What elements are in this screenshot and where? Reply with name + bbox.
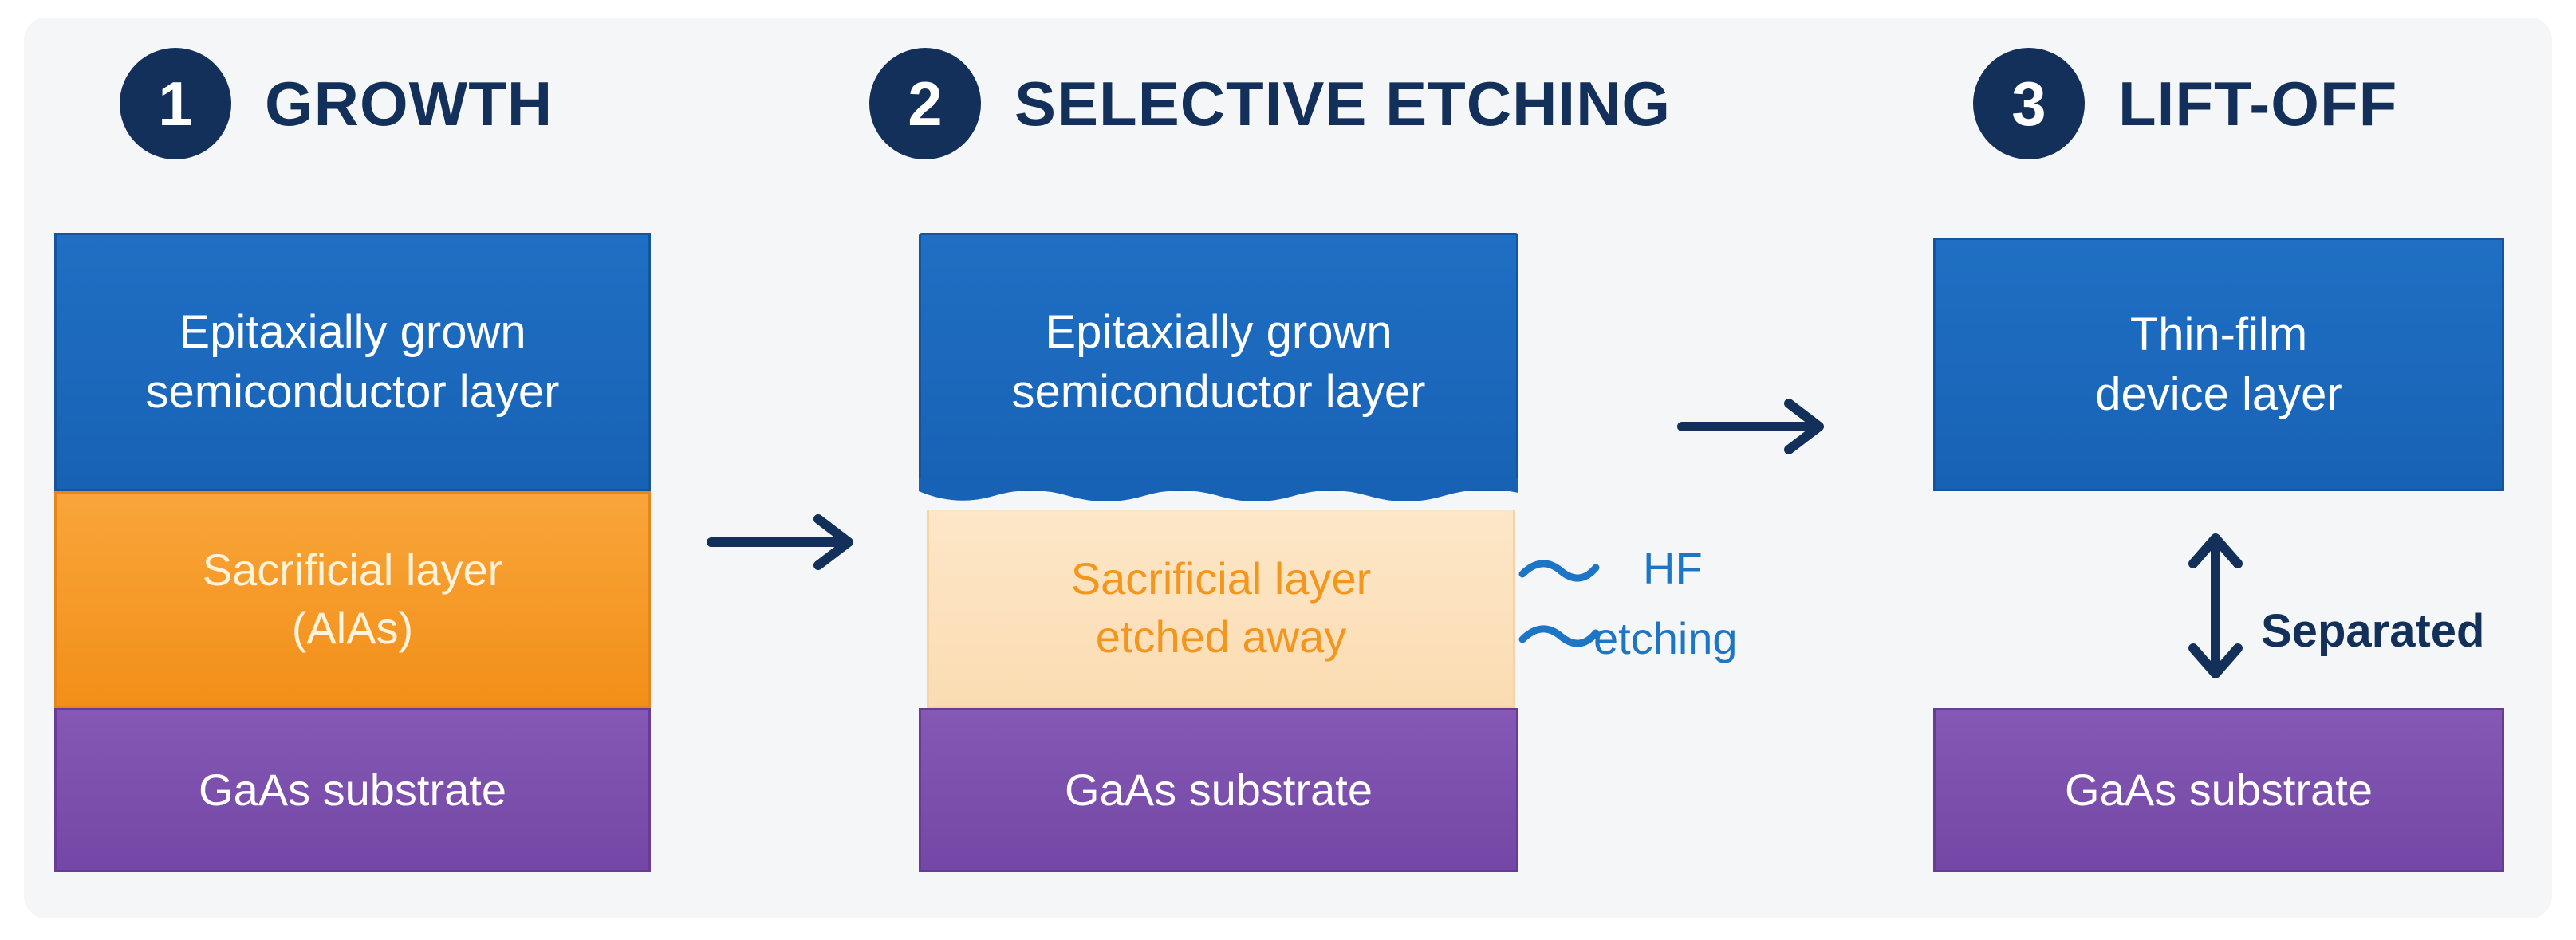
etchant-label-etching: etching	[1593, 613, 1738, 663]
step-1-substrate-layer: GaAs substrate	[54, 708, 651, 872]
step-3-substrate-layer: GaAs substrate	[1933, 708, 2504, 872]
step-3-substrate-label: GaAs substrate	[2065, 764, 2373, 815]
step-2-title: SELECTIVE ETCHING	[1014, 68, 1672, 139]
step-2-semiconductor-layer: Epitaxially grown semiconductor layer	[919, 233, 1518, 491]
step-1-sacrificial-layer: Sacrificial layer (AlAs)	[54, 491, 651, 708]
step-3-header: 3 LIFT-OFF	[1973, 48, 2397, 159]
separation-label: Separated	[2261, 605, 2485, 657]
arrow-right-icon	[707, 514, 853, 570]
step-2-number-badge: 2	[869, 48, 981, 159]
step-3-device-label: Thin-film device layer	[2095, 308, 2342, 420]
step-1-semiconductor-layer: Epitaxially grown semiconductor layer	[54, 233, 651, 491]
step-3-title: LIFT-OFF	[2118, 68, 2398, 139]
step-2-semiconductor-label: Epitaxially grown semiconductor layer	[1011, 305, 1426, 418]
arrow-right-icon	[1677, 399, 1824, 454]
double-arrow-vertical-icon	[2188, 533, 2243, 678]
step-1-title: GROWTH	[265, 68, 553, 139]
step-2-substrate-layer: GaAs substrate	[919, 708, 1518, 872]
wave-icon	[1518, 560, 1600, 582]
step-3-device-layer: Thin-film device layer	[1933, 238, 2504, 491]
etchant-label-hf: HF	[1643, 543, 1703, 593]
step-2-etched-label: Sacrificial layer etched away	[1070, 553, 1372, 662]
step-1-substrate-label: GaAs substrate	[199, 764, 506, 815]
step-1-semiconductor-label: Epitaxially grown semiconductor layer	[145, 305, 560, 418]
step-1-sacrificial-label: Sacrificial layer (AlAs)	[202, 545, 503, 653]
step-2-etched-sacrificial-layer: Sacrificial layer etched away	[927, 510, 1515, 708]
step-1-number-badge: 1	[120, 48, 231, 159]
wave-icon	[1518, 625, 1600, 647]
step-2-substrate-label: GaAs substrate	[1065, 764, 1373, 815]
step-2-header: 2 SELECTIVE ETCHING	[869, 48, 1671, 159]
step-3-number-badge: 3	[1973, 48, 2085, 159]
step-1-header: 1 GROWTH	[120, 48, 553, 159]
